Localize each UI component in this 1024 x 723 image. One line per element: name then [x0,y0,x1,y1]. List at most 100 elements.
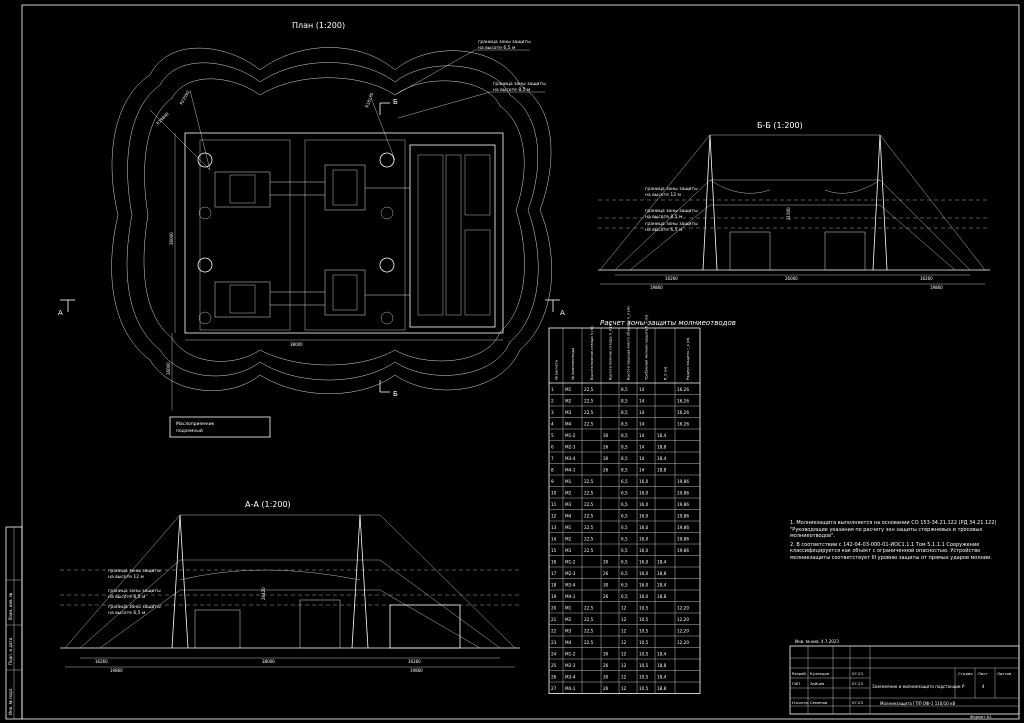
table-cell: 19,86 [677,537,689,542]
table-cell: 10,5 [639,640,649,645]
table-cell: 16,0 [639,537,649,542]
table-cell: 22,5 [584,514,594,519]
plan-mark-b-bottom: Б [393,390,398,398]
table-cell: 30 [603,652,609,657]
table-cell: 22,5 [584,491,594,496]
table-cell: М1-2 [565,433,576,438]
section-bb-title: Б-Б (1:200) [757,121,803,130]
zone-outline-2 [126,62,539,381]
notes-block: 1. Молниезащита выполняется на основании… [790,520,1020,563]
aa-zone12-b: на высоте 12 м [108,574,144,580]
table-cell: М4 [565,422,572,427]
plan-mark-a-left: А [58,309,63,317]
table-cell: 12,20 [677,629,689,634]
table-cell: 16,0 [639,560,649,565]
format-label: Формат А1 [970,714,992,719]
table-cell: 8,5 [621,456,628,461]
section-aa: А-А (1:200) граница зоны защиты на высот… [60,500,520,673]
table-cell: М4 [565,514,572,519]
table-cell: М1-2 [565,652,576,657]
lightning-rod-m4 [197,257,213,273]
table-cell: М3-4 [565,675,576,680]
table-cell: 22,5 [584,537,594,542]
table-cell: 6,5 [621,594,628,599]
table-cell: 14 [639,422,645,427]
table-cell: 8,5 [621,410,628,415]
row3-name: Семенов [810,700,828,705]
table-cell: 11 [551,502,557,507]
table-cell: 16,0 [639,479,649,484]
table-cell: 7 [551,456,554,461]
table-cell: 24 [551,652,557,657]
row2-name: Зайцев [810,681,825,686]
table-cell: 27 [551,686,557,691]
table-cell: 8,5 [621,422,628,427]
table-cell: М3 [565,410,572,415]
table-cell: 16,0 [639,491,649,496]
table-cell: 18 [551,583,557,588]
table-cell: 6,5 [621,560,628,565]
table-cell: 19,86 [677,548,689,553]
table-cell: 16,0 [639,583,649,588]
table-cell: 12,20 [677,606,689,611]
table-cell: 19,86 [677,525,689,530]
table-cell: 16,26 [677,387,689,392]
plan-dim-width: 38000 [290,342,303,347]
table-cell: 22,5 [584,606,594,611]
table-cell: 18,4 [657,583,667,588]
plan-mark-a-right: А [560,309,565,317]
table-cell: 13 [551,525,557,530]
table-cell: 10,5 [639,675,649,680]
side-stamp-l1: Инв. № подл. [8,687,13,715]
table-cell: М3-4 [565,583,576,588]
section-bb: Б-Б (1:200) граница зоны защиты на высот… [598,121,990,290]
table-cell: 26 [603,468,609,473]
table-cell: 5 [551,433,554,438]
row1-role: Разраб. [792,671,807,676]
table-cell: 30 [603,433,609,438]
oil-pit-a: Маслоприемник [176,421,214,427]
table-cell: 10,5 [639,617,649,622]
table-cell: 16,0 [639,525,649,530]
table-cell: 22,5 [584,629,594,634]
bb-dim-center: 26000 [785,276,798,281]
table-cell: 22,5 [584,422,594,427]
table-header-7: R_0 (м) [664,366,668,380]
table-header-1: № расчета [555,360,559,380]
aa-dim-center: 38000 [262,659,275,664]
table-cell: 14 [639,433,645,438]
row3-date: 07.23 [852,700,863,705]
table-cell: 6,5 [621,583,628,588]
bb-zone12-a: граница зоны защиты [645,187,698,192]
table-cell: 26 [603,686,609,691]
table-header-2: № молниеотвода [571,348,575,380]
bb-dim-left-outer: 19860 [650,285,663,290]
sheet-header: Лист [978,671,988,676]
zone-outline-3 [143,77,525,366]
table-cell: 19 [551,594,557,599]
table-cell: 10,5 [639,652,649,657]
table-cell: 4 [551,422,554,427]
table-cell: 16,26 [677,410,689,415]
title-sub: Молниезащита ГПП ОФ-1 110/10 кВ [880,701,955,706]
plan-dim-side: 16000 [166,362,171,375]
table-cell: 16,0 [639,548,649,553]
table-cell: 22,5 [584,387,594,392]
table-cell: 18,8 [657,594,667,599]
table-cell: 8,5 [621,433,628,438]
aa-building [389,604,461,649]
table-cell: 8,5 [621,468,628,473]
table-header-6: Требуемая молние-защита h_x (м) [645,314,649,381]
table-cell: М2 [565,537,572,542]
sheet-frame [21,4,1020,720]
radius-3: R18170 [364,92,374,109]
table-cell: 18,8 [657,468,667,473]
table-cell: 14 [639,410,645,415]
table-cell: 8 [551,468,554,473]
plan-view: План (1:200) граница зоны защиты на высо… [58,21,565,438]
table-header-5: Высота защища-емого объекта h_x (м) [627,306,631,380]
note-1: 1. Молниезащита выполняется на основании… [790,520,997,539]
table-cell: 8,5 [621,387,628,392]
bb-zone85-a: граница зоны защиты [645,209,698,214]
table-cell: 6,5 [621,514,628,519]
